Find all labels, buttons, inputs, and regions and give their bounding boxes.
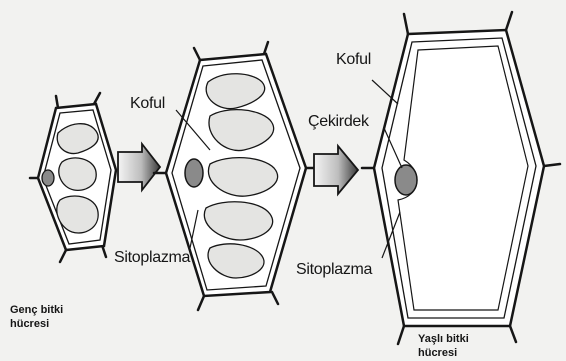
young-cell-nucleus <box>42 170 54 186</box>
old-cell-nucleus <box>395 165 417 195</box>
old-cell <box>362 12 560 344</box>
old-cell-caption: Yaşlı bitki hücresi <box>418 332 538 360</box>
young-cell-caption-line-1: Genç bitki <box>10 303 130 317</box>
growth-arrow-1 <box>118 144 160 190</box>
young-cell <box>30 93 116 262</box>
growth-arrow-2 <box>314 146 358 194</box>
vacuole-label-middle: Koful <box>130 96 165 112</box>
old-cell-caption-line-2: hücresi <box>418 346 538 360</box>
cytoplasm-label-old: Sitoplazma <box>296 262 372 278</box>
young-cell-caption: Genç bitki hücresi <box>10 303 130 331</box>
vacuole-label-old: Koful <box>336 52 371 68</box>
nucleus-label: Çekirdek <box>308 114 369 130</box>
middle-cell-nucleus <box>185 159 203 187</box>
middle-cell <box>154 42 318 310</box>
old-cell-caption-line-1: Yaşlı bitki <box>418 332 538 346</box>
cytoplasm-label-middle: Sitoplazma <box>114 250 190 266</box>
young-cell-vacuole-2 <box>59 158 96 190</box>
young-cell-caption-line-2: hücresi <box>10 317 130 331</box>
